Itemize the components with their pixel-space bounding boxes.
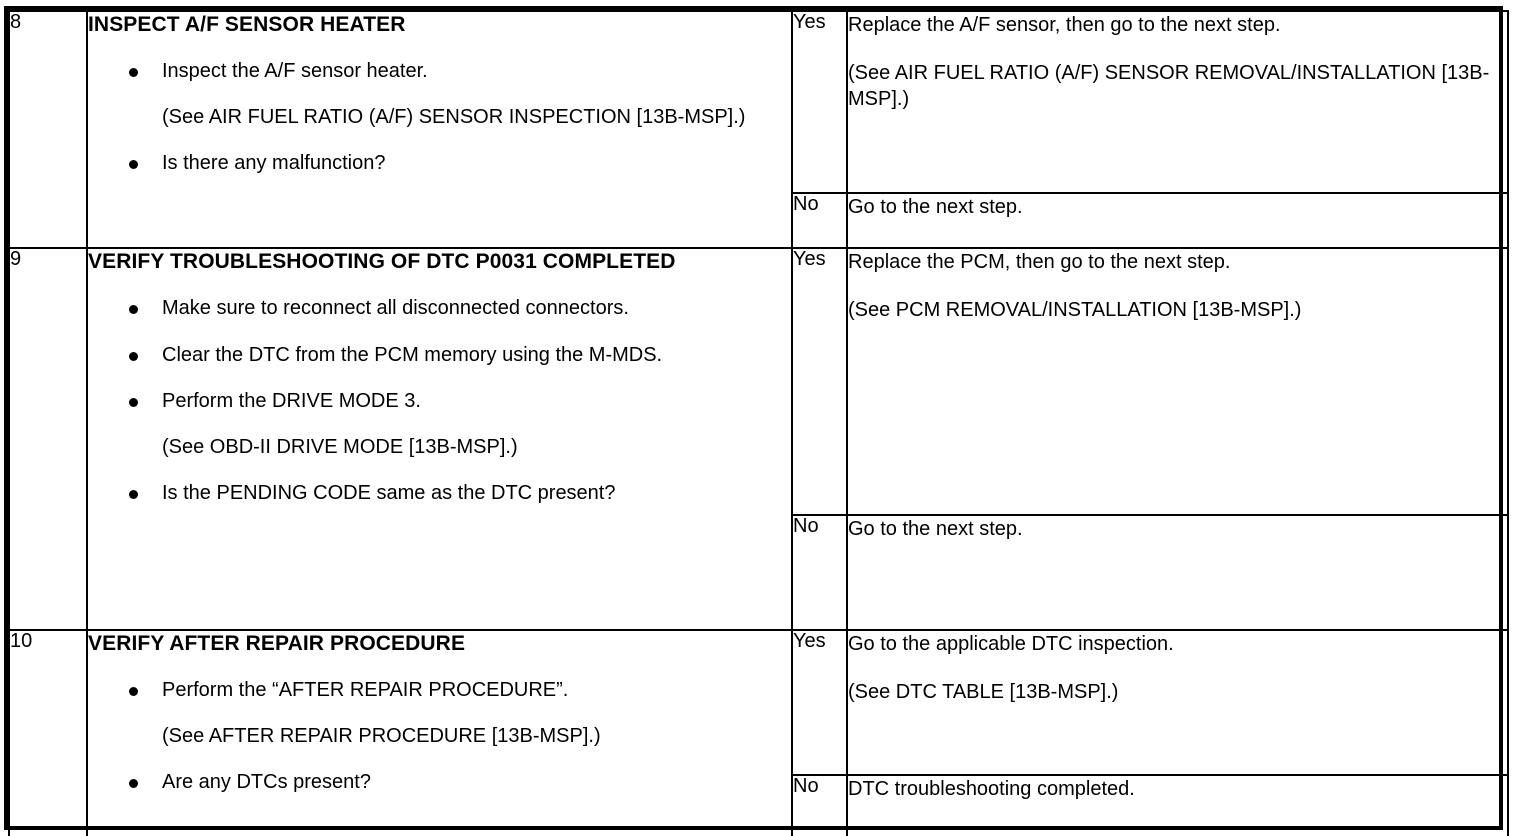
step-number-cell: 8 (8, 10, 88, 249)
bullet-dot-icon (129, 779, 138, 789)
bullet-text: Make sure to reconnect all disconnected … (162, 297, 629, 320)
step-number-cell: 10 (8, 629, 88, 836)
result-label-no: No (791, 514, 848, 631)
bullet-dot-icon (129, 490, 138, 500)
inspection-cell: VERIFY TROUBLESHOOTING OF DTC P0031 COMP… (86, 247, 793, 631)
action-line: Replace the A/F sensor, then go to the n… (848, 14, 1281, 36)
bullet-note: (See AIR FUEL RATIO (A/F) SENSOR INSPECT… (162, 105, 746, 128)
bullet-dot-icon (129, 351, 138, 361)
result-label-no: No (791, 774, 848, 836)
bullet-dot-icon (129, 687, 138, 697)
action-cell-yes: Replace the PCM, then go to the next ste… (846, 247, 1509, 516)
dtc-troubleshooting-table: 8 INSPECT A/F SENSOR HEATER Inspect the … (4, 6, 1509, 836)
inspection-bullet-list: Make sure to reconnect all disconnected … (88, 296, 791, 507)
action-line: (See DTC TABLE [13B-MSP].) (848, 681, 1119, 703)
inspection-bullet-list: Inspect the A/F sensor heater. (See AIR … (88, 59, 791, 177)
action-line: Replace the PCM, then go to the next ste… (848, 251, 1231, 273)
table-row: 8 INSPECT A/F SENSOR HEATER Inspect the … (8, 10, 1509, 249)
list-item: Are any DTCs present? (88, 770, 791, 796)
table-row: No Go to the next step. (9, 192, 1509, 249)
inspection-title: VERIFY AFTER REPAIR PROCEDURE (88, 632, 466, 655)
table-row: 9 VERIFY TROUBLESHOOTING OF DTC P0031 CO… (8, 247, 1509, 631)
bullet-text: Is there any malfunction? (162, 152, 386, 175)
action-cell-no: Go to the next step. (846, 192, 1509, 249)
result-label-yes: Yes (791, 10, 848, 194)
action-cell-no: DTC troubleshooting completed. (846, 774, 1509, 836)
list-item: Perform the DRIVE MODE 3. (See OBD-II DR… (88, 389, 791, 460)
action-line: DTC troubleshooting completed. (848, 778, 1135, 800)
action-line: Go to the applicable DTC inspection. (848, 633, 1174, 655)
bullet-text: Inspect the A/F sensor heater. (162, 60, 428, 83)
table-grid: 8 INSPECT A/F SENSOR HEATER Inspect the … (8, 10, 1509, 836)
bullet-note: (See AFTER REPAIR PROCEDURE [13B-MSP].) (162, 724, 601, 747)
action-line: (See PCM REMOVAL/INSTALLATION [13B-MSP].… (848, 299, 1302, 321)
list-item: Clear the DTC from the PCM memory using … (88, 343, 791, 369)
inspection-cell: VERIFY AFTER REPAIR PROCEDURE Perform th… (86, 629, 793, 836)
bullet-text: Clear the DTC from the PCM memory using … (162, 343, 663, 366)
action-cell-yes: Go to the applicable DTC inspection. (Se… (846, 629, 1509, 776)
table-row: No Go to the next step. (9, 514, 1509, 631)
list-item: Perform the “AFTER REPAIR PROCEDURE”. (S… (88, 678, 791, 749)
bullet-text: Is the PENDING CODE same as the DTC pres… (162, 482, 616, 505)
bullet-dot-icon (129, 305, 138, 315)
inspection-bullet-list: Perform the “AFTER REPAIR PROCEDURE”. (S… (88, 678, 791, 796)
list-item: Is there any malfunction? (88, 151, 791, 177)
inspection-title: VERIFY TROUBLESHOOTING OF DTC P0031 COMP… (88, 250, 676, 273)
action-line: Go to the next step. (848, 518, 1023, 540)
bullet-text: Perform the DRIVE MODE 3. (162, 390, 421, 413)
action-cell-yes: Replace the A/F sensor, then go to the n… (846, 10, 1509, 194)
bullet-dot-icon (129, 160, 138, 170)
table-row: 10 VERIFY AFTER REPAIR PROCEDURE Perform… (8, 629, 1509, 836)
result-label-no: No (791, 192, 848, 249)
inspection-cell: INSPECT A/F SENSOR HEATER Inspect the A/… (86, 10, 793, 249)
bullet-dot-icon (129, 398, 138, 408)
result-label-yes: Yes (791, 629, 848, 776)
inspection-title: INSPECT A/F SENSOR HEATER (88, 13, 406, 36)
action-cell-no: Go to the next step. (846, 514, 1509, 631)
bullet-text: Perform the “AFTER REPAIR PROCEDURE”. (162, 679, 569, 702)
table-row: No DTC troubleshooting completed. (9, 774, 1509, 836)
list-item: Make sure to reconnect all disconnected … (88, 296, 791, 322)
list-item: Inspect the A/F sensor heater. (See AIR … (88, 59, 791, 130)
result-label-yes: Yes (791, 247, 848, 516)
action-line: Go to the next step. (848, 196, 1023, 218)
bullet-dot-icon (129, 68, 138, 78)
bullet-text: Are any DTCs present? (162, 771, 371, 794)
list-item: Is the PENDING CODE same as the DTC pres… (88, 481, 791, 507)
action-line: (See AIR FUEL RATIO (A/F) SENSOR REMOVAL… (848, 62, 1490, 110)
bullet-note: (See OBD-II DRIVE MODE [13B-MSP].) (162, 435, 518, 458)
step-number-cell: 9 (8, 247, 88, 631)
